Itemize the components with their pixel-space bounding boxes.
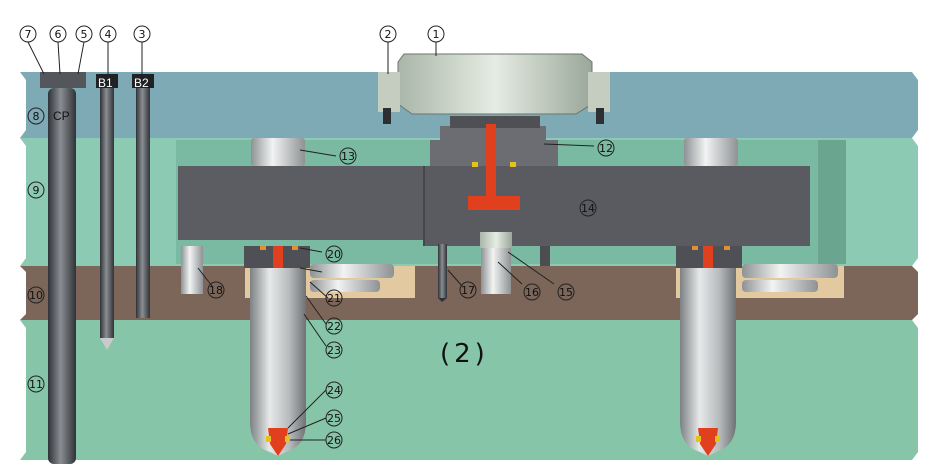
- connector-right-2: [742, 280, 818, 292]
- rod-label-cp: CP: [53, 109, 70, 123]
- callout-circle-1: [427, 25, 445, 43]
- spacer-left: [251, 138, 305, 166]
- callout-circle-18: [207, 281, 225, 299]
- callout-number-1: 1: [433, 28, 440, 41]
- screw-right: [596, 108, 604, 124]
- callout-circle-6: [49, 25, 67, 43]
- melt-channel: [468, 124, 520, 210]
- cap-15: [480, 232, 512, 248]
- figure-label: (2): [440, 339, 489, 369]
- melt-bump-2: [510, 162, 516, 167]
- callout-number-13: 13: [341, 150, 355, 163]
- rod-b1-tip: [100, 338, 114, 350]
- locating-ring-flange-r: [588, 72, 610, 112]
- callout-number-8: 8: [33, 110, 40, 123]
- callout-circle-14: [579, 199, 597, 217]
- callout-number-5: 5: [81, 28, 88, 41]
- callout-number-17: 17: [461, 284, 475, 297]
- callout-circle-8: [27, 107, 45, 125]
- callout-number-6: 6: [55, 28, 62, 41]
- callout-circle-9: [27, 181, 45, 199]
- callout-circle-3: [133, 25, 151, 43]
- callout-circle-7: [19, 25, 37, 43]
- callout-circle-25: [325, 409, 343, 427]
- callout-number-4: 4: [105, 28, 112, 41]
- nozzle-body-left: [250, 268, 306, 456]
- callout-circle-10: [27, 286, 45, 304]
- callout-circle-13: [339, 147, 357, 165]
- callout-circle-12: [597, 139, 615, 157]
- sprue-top: [450, 116, 540, 128]
- rod-b1: [100, 84, 114, 338]
- callouts: 1234567891011121314151617182021222324252…: [19, 25, 615, 449]
- rod-b2: [136, 84, 150, 318]
- leader-lines: [27, 41, 595, 441]
- callout-number-16: 16: [525, 286, 539, 299]
- nozzle-melt-left: [273, 246, 283, 268]
- callout-circle-20: [325, 245, 343, 263]
- rod-label-b2: B2: [134, 76, 149, 90]
- locating-ring: [397, 53, 593, 115]
- callout-number-20: 20: [327, 248, 341, 261]
- rod-b2-head: [132, 74, 154, 88]
- callout-number-25: 25: [327, 412, 341, 425]
- rod-b1-head: [96, 74, 118, 88]
- callout-circle-21: [325, 289, 343, 307]
- callout-number-7: 7: [25, 28, 32, 41]
- screw-left: [383, 108, 391, 124]
- spacer-right: [684, 138, 738, 166]
- callout-circle-24: [325, 381, 343, 399]
- callout-number-26: 26: [327, 434, 341, 447]
- locating-ring-flange: [378, 72, 400, 112]
- callout-circle-17: [459, 281, 477, 299]
- callout-circle-22: [325, 317, 343, 335]
- callout-circle-23: [325, 341, 343, 359]
- pin-17: [438, 244, 447, 298]
- callout-circle-26: [325, 431, 343, 449]
- connector-left: [310, 264, 394, 278]
- callout-circle-16: [523, 283, 541, 301]
- callout-number-12: 12: [599, 142, 613, 155]
- callout-number-10: 10: [29, 289, 43, 302]
- rod-cp-head: [40, 72, 86, 88]
- callout-circle-4: [99, 25, 117, 43]
- rod-label-b1: B1: [98, 76, 113, 90]
- callout-number-22: 22: [327, 320, 341, 333]
- callout-number-3: 3: [139, 28, 146, 41]
- rod-cp: [48, 88, 76, 464]
- pin-small: [540, 246, 550, 266]
- callout-number-11: 11: [29, 378, 43, 391]
- support-pin-18: [181, 246, 203, 294]
- callout-number-14: 14: [581, 202, 595, 215]
- nozzle-tip-left: [268, 428, 288, 456]
- callout-number-2: 2: [385, 28, 392, 41]
- nozzle-body-right: [680, 268, 736, 456]
- callout-number-23: 23: [327, 344, 341, 357]
- callout-number-18: 18: [209, 284, 223, 297]
- callout-number-24: 24: [327, 384, 341, 397]
- callout-circle-2: [379, 25, 397, 43]
- nozzle-melt-right: [703, 246, 713, 268]
- pin-17-tip: [438, 298, 447, 302]
- callout-circle-15: [557, 283, 575, 301]
- melt-bump: [472, 162, 478, 167]
- connector-right: [742, 264, 838, 278]
- nozzle-tip-right: [698, 428, 718, 456]
- connector-left-2: [310, 280, 380, 292]
- callout-number-21: 21: [327, 292, 341, 305]
- pocket-wall-right: [818, 140, 846, 264]
- callout-circle-5: [75, 25, 93, 43]
- callout-number-9: 9: [33, 184, 40, 197]
- callout-circle-11: [27, 375, 45, 393]
- callout-number-15: 15: [559, 286, 573, 299]
